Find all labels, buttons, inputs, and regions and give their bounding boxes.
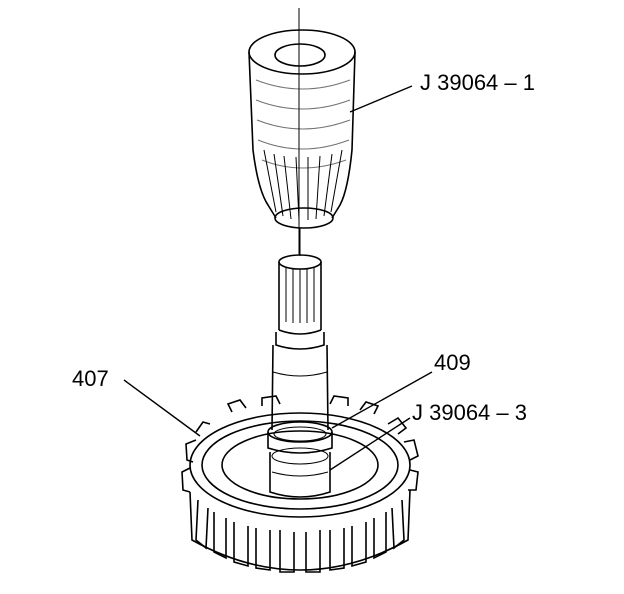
callout-407: 407 (72, 366, 109, 391)
gear-407 (181, 395, 419, 573)
tool-flutes (263, 149, 343, 221)
leader-lines (123, 85, 433, 471)
gear-teeth (181, 395, 419, 493)
callout-409: 409 (434, 350, 471, 375)
gear-lower-teeth (195, 499, 405, 573)
bushing-409 (267, 421, 333, 454)
tool-top-bore (274, 43, 326, 67)
gear-bearing-race (221, 430, 379, 500)
tool-right-edge (331, 51, 356, 219)
gear-top-face (189, 412, 411, 518)
gear-inner-ring (201, 420, 399, 510)
leader-409 (331, 371, 433, 429)
callout-j39064-1: J 39064 – 1 (420, 70, 535, 95)
installer-tool-j39064-1 (248, 8, 356, 256)
tool-left-edge (248, 51, 277, 219)
tool-top-rim (248, 29, 356, 75)
tool-texture (255, 79, 351, 169)
callout-j39064-3: J 39064 – 3 (412, 400, 527, 425)
remover-tool-j39064-3 (269, 447, 331, 498)
shaft-splines (285, 268, 315, 323)
leader-j39064-3 (329, 417, 411, 471)
tool-bottom-rim (274, 207, 334, 229)
output-shaft (271, 254, 329, 431)
leader-j39064-1 (349, 85, 413, 113)
leader-407 (123, 379, 201, 437)
shaft-top-end (278, 254, 322, 270)
